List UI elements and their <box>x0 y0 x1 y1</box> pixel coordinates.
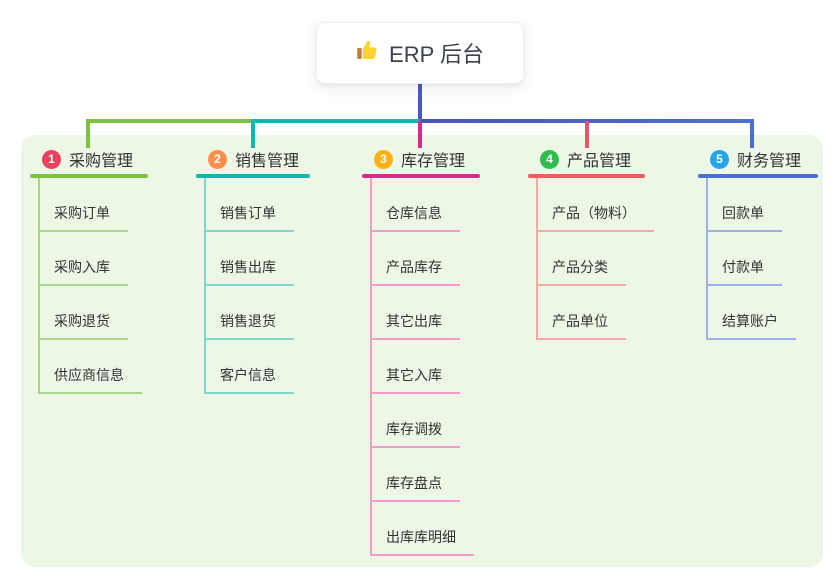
node-sales-order[interactable]: 销售订单 <box>204 178 310 232</box>
thumbs-up-icon <box>356 38 380 68</box>
branch-inventory-label: 库存管理 <box>401 153 466 170</box>
node-product-material[interactable]: 产品（物料） <box>536 178 654 232</box>
branch-inventory-header[interactable]: 3 库存管理 <box>362 147 480 171</box>
branch-finance: 5 财务管理 回款单 付款单 结算账户 <box>698 147 818 340</box>
node-sales-return[interactable]: 销售退货 <box>204 286 310 340</box>
branch-sales-underline <box>196 174 310 178</box>
node-supplier-info[interactable]: 供应商信息 <box>38 340 148 394</box>
branch4-connector-drop <box>585 121 589 148</box>
branch-finance-header[interactable]: 5 财务管理 <box>698 147 818 171</box>
node-warehouse-info[interactable]: 仓库信息 <box>370 178 480 232</box>
branch-sales-children: 销售订单 销售出库 销售退货 客户信息 <box>204 178 310 394</box>
branch-inventory-children: 仓库信息 产品库存 其它出库 其它入库 库存调拨 库存盘点 出库库明细 <box>370 178 480 556</box>
branch-finance-children: 回款单 付款单 结算账户 <box>706 178 818 340</box>
node-receipt-bill[interactable]: 回款单 <box>706 178 818 232</box>
branch2-connector-drop <box>251 119 255 148</box>
node-outbound-detail[interactable]: 出库库明细 <box>370 502 480 556</box>
branch-product: 4 产品管理 产品（物料） 产品分类 产品单位 <box>528 147 654 340</box>
branch-sales-header[interactable]: 2 销售管理 <box>196 147 310 171</box>
branch-product-badge: 4 <box>540 149 559 169</box>
branch3-connector-drop <box>418 121 422 148</box>
mindmap-background-panel <box>21 135 823 567</box>
node-stock-transfer[interactable]: 库存调拨 <box>370 394 480 448</box>
branch-sales: 2 销售管理 销售订单 销售出库 销售退货 客户信息 <box>196 147 310 394</box>
node-other-outbound[interactable]: 其它出库 <box>370 286 480 340</box>
branch-purchase-badge: 1 <box>42 149 61 169</box>
node-customer-info[interactable]: 客户信息 <box>204 340 310 394</box>
node-product-unit[interactable]: 产品单位 <box>536 286 645 340</box>
branch-purchase-header[interactable]: 1 采购管理 <box>30 147 148 171</box>
branch-inventory-badge: 3 <box>374 149 393 169</box>
node-sales-outbound[interactable]: 销售出库 <box>204 232 310 286</box>
node-payment-bill[interactable]: 付款单 <box>706 232 818 286</box>
branch5-connector-drop <box>750 119 754 148</box>
branch-inventory: 3 库存管理 仓库信息 产品库存 其它出库 其它入库 库存调拨 库存盘点 出库库… <box>362 147 480 556</box>
branch-purchase-underline <box>30 174 148 178</box>
branch-sales-badge: 2 <box>208 149 227 169</box>
branch1-connector-drop <box>86 119 90 148</box>
branch-product-children: 产品（物料） 产品分类 产品单位 <box>536 178 654 340</box>
root-connector-line <box>418 84 422 123</box>
root-node-label: ERP 后台 <box>389 42 484 67</box>
node-settlement-account[interactable]: 结算账户 <box>706 286 818 340</box>
branch-product-underline <box>528 174 645 178</box>
branch-finance-label: 财务管理 <box>737 153 802 170</box>
node-product-stock[interactable]: 产品库存 <box>370 232 480 286</box>
node-purchase-order[interactable]: 采购订单 <box>38 178 148 232</box>
node-product-category[interactable]: 产品分类 <box>536 232 645 286</box>
root-node-erp[interactable]: ERP 后台 <box>316 22 524 84</box>
node-other-inbound[interactable]: 其它入库 <box>370 340 480 394</box>
branch-inventory-underline <box>362 174 480 178</box>
branch-purchase: 1 采购管理 采购订单 采购入库 采购退货 供应商信息 <box>30 147 148 394</box>
branch-finance-badge: 5 <box>710 149 729 169</box>
node-stock-take[interactable]: 库存盘点 <box>370 448 480 502</box>
node-purchase-return[interactable]: 采购退货 <box>38 286 148 340</box>
node-purchase-inbound[interactable]: 采购入库 <box>38 232 148 286</box>
bus-line-green <box>86 119 253 123</box>
branch-purchase-children: 采购订单 采购入库 采购退货 供应商信息 <box>38 178 148 394</box>
branch-purchase-label: 采购管理 <box>69 153 134 170</box>
branch-product-header[interactable]: 4 产品管理 <box>528 147 645 171</box>
branch-product-label: 产品管理 <box>567 153 632 170</box>
branch-sales-label: 销售管理 <box>235 153 300 170</box>
bus-line-teal <box>251 119 420 123</box>
branch-finance-underline <box>698 174 818 178</box>
